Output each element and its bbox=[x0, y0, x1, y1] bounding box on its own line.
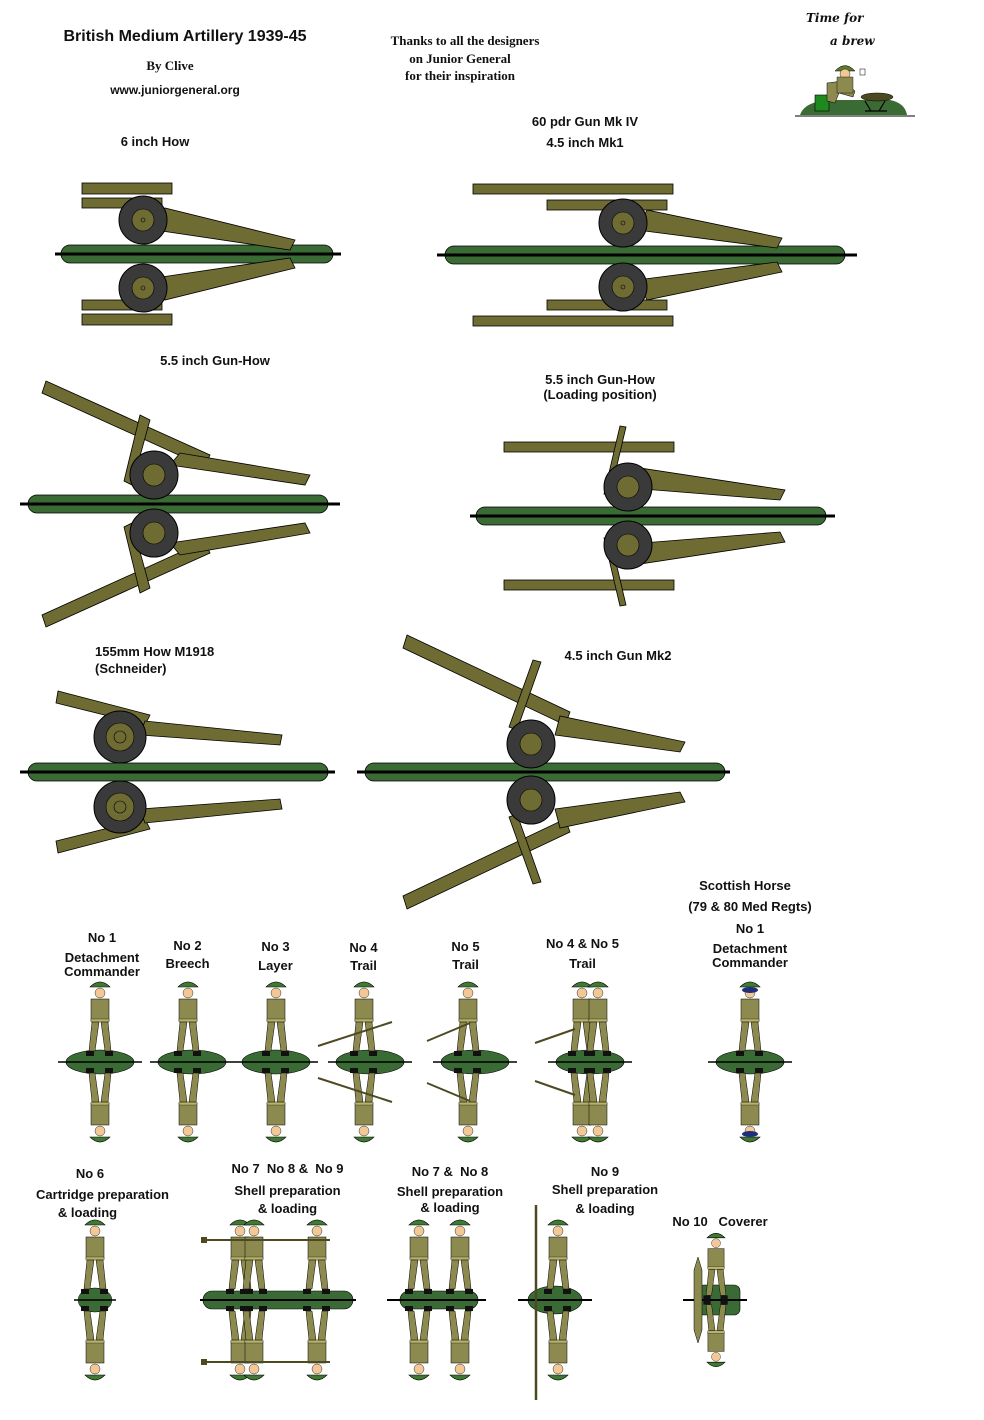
crew-figure-no2 bbox=[149, 981, 235, 1143]
gun-label-60pdr-line2: 4.5 inch Mk1 bbox=[546, 135, 624, 150]
crew-no-9: No 9 bbox=[590, 1164, 620, 1179]
crew-role-2: Breech bbox=[165, 956, 210, 971]
thanks-line-3: for their inspiration bbox=[404, 68, 516, 83]
crew-no-4: No 4 bbox=[349, 940, 378, 955]
crew-figure-no6 bbox=[73, 1219, 117, 1381]
crew-no-6: No 6 bbox=[75, 1166, 105, 1181]
crew-figure-no7-8-9 bbox=[200, 1219, 356, 1381]
crew-figure-no5 bbox=[426, 981, 518, 1143]
thanks-line-1: Thanks to all the designers bbox=[390, 33, 540, 48]
scottish-horse-subtitle: (79 & 80 Med Regts) bbox=[688, 899, 812, 914]
brew-caption-2: a brew bbox=[830, 34, 875, 48]
crew-no-10: No 10 Coverer bbox=[672, 1214, 768, 1229]
thanks-line-2: on Junior General bbox=[409, 51, 511, 66]
gun-label-155mm-line2: (Schneider) bbox=[95, 661, 167, 676]
crew-figure-no3 bbox=[233, 981, 319, 1143]
crew-no-1: No 1 bbox=[87, 930, 117, 945]
crew-role-7-8-9b: & loading bbox=[257, 1201, 318, 1216]
crew-no-7-8: No 7 & No 8 bbox=[411, 1164, 489, 1179]
crew-no-3: No 3 bbox=[261, 939, 290, 954]
crew-role-1b: Commander bbox=[64, 964, 140, 979]
crew-no-5: No 5 bbox=[451, 939, 480, 954]
gun-label-5.5-loading-line1: 5.5 inch Gun-How bbox=[545, 372, 655, 387]
gun-label-155mm-line1: 155mm How M1918 bbox=[95, 644, 215, 659]
crew-figure-no9 bbox=[518, 1205, 592, 1400]
gun-4.5-mk2 bbox=[357, 634, 730, 910]
crew-role-7-8b: & loading bbox=[420, 1200, 480, 1215]
crew-role-9a: Shell preparation bbox=[551, 1182, 659, 1197]
crew-figures-row1 bbox=[57, 981, 793, 1143]
crew-role-6b: & loading bbox=[57, 1205, 118, 1220]
scottish-horse-title: Scottish Horse bbox=[699, 878, 791, 893]
scottish-horse-no: No 1 bbox=[735, 921, 765, 936]
gun-label-5.5-gunhow: 5.5 inch Gun-How bbox=[160, 353, 270, 368]
crew-figure-no4-5 bbox=[534, 981, 633, 1143]
gun-label-4.5-mk2: 4.5 inch Gun Mk2 bbox=[564, 648, 672, 663]
brew-soldier-icon bbox=[795, 65, 915, 117]
crew-role-7-8a: Shell preparation bbox=[396, 1184, 504, 1199]
crew-role-7-8-9a: Shell preparation bbox=[234, 1183, 341, 1198]
page-title: British Medium Artillery 1939-45 bbox=[63, 28, 307, 45]
crew-figures-row2 bbox=[73, 1205, 747, 1400]
crew-no-4-5: No 4 & No 5 bbox=[546, 936, 619, 951]
crew-role-4: Trail bbox=[350, 958, 377, 973]
gun-6in-how bbox=[55, 182, 341, 326]
crew-figure-no4 bbox=[317, 981, 413, 1143]
author-credit: By Clive bbox=[146, 58, 194, 73]
gun-label-5.5-loading-line2: (Loading position) bbox=[543, 387, 657, 402]
gun-label-6in-how: 6 inch How bbox=[120, 134, 190, 149]
crew-no-2: No 2 bbox=[173, 938, 202, 953]
crew-role-9b: & loading bbox=[575, 1201, 635, 1216]
website-link[interactable]: www.juniorgeneral.org bbox=[110, 83, 240, 97]
crew-role-6a: Cartridge preparation bbox=[36, 1187, 169, 1202]
crew-role-1a: Detachment bbox=[64, 950, 140, 965]
crew-role-4-5: Trail bbox=[569, 956, 596, 971]
crew-figure-scottish-horse bbox=[707, 981, 793, 1143]
base-green-bar bbox=[55, 244, 341, 264]
gun-label-60pdr-line1: 60 pdr Gun Mk IV bbox=[531, 114, 639, 129]
scottish-horse-role-2: Commander bbox=[712, 955, 788, 970]
crew-figure-no7-8 bbox=[387, 1219, 486, 1381]
scottish-horse-role-1: Detachment bbox=[712, 941, 788, 956]
gun-155mm bbox=[20, 690, 335, 854]
gun-60pdr bbox=[437, 183, 857, 327]
crew-role-5: Trail bbox=[452, 957, 479, 972]
gun-5.5-loading bbox=[470, 425, 835, 607]
crew-role-3: Layer bbox=[258, 958, 293, 973]
crew-no-7-8-9: No 7 No 8 & No 9 bbox=[231, 1161, 344, 1176]
crew-figure-no1 bbox=[57, 981, 143, 1143]
brew-caption-1: Time for bbox=[806, 11, 864, 25]
gun-5.5-gunhow bbox=[20, 380, 340, 628]
crew-figure-no10 bbox=[683, 1232, 747, 1368]
